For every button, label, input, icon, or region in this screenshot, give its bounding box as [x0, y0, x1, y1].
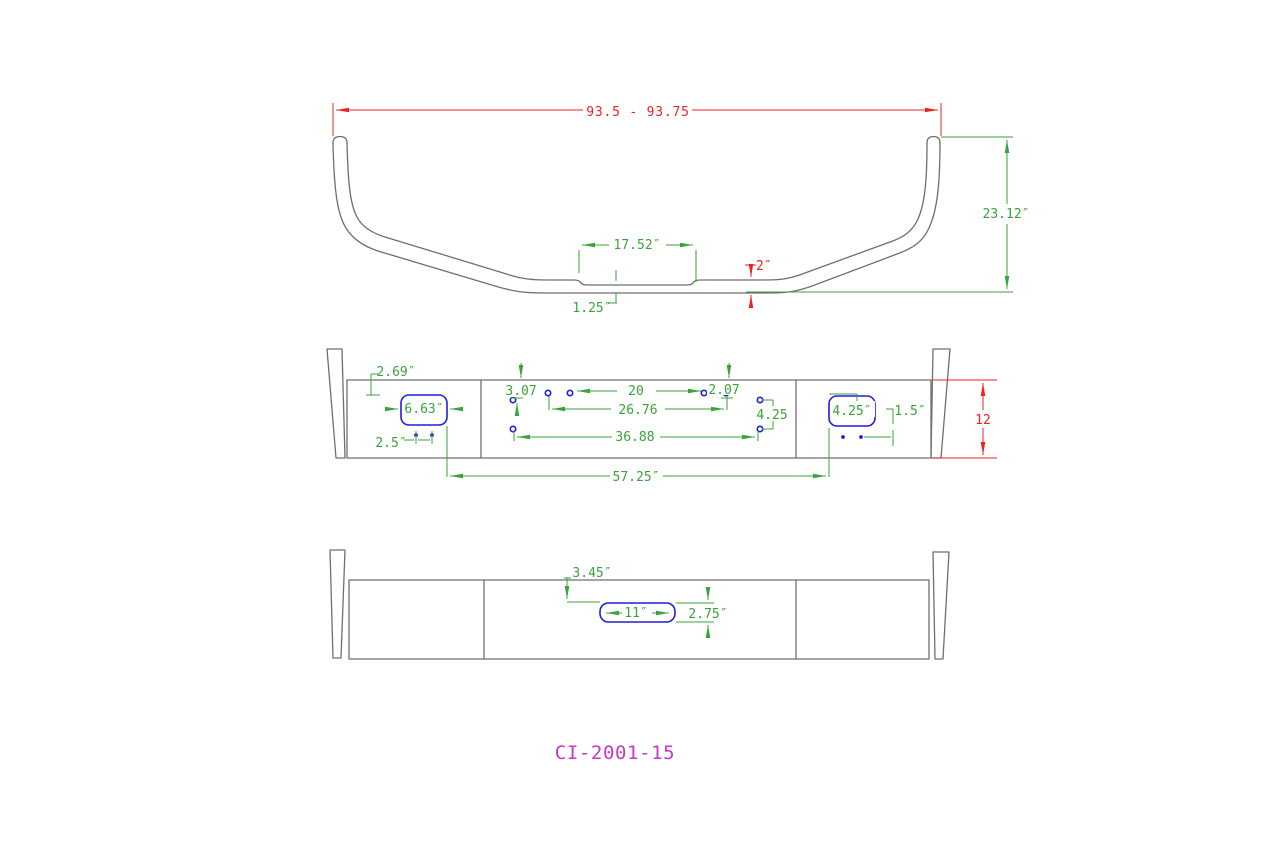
dim-overall-width: 93.5 - 93.75 [332, 103, 942, 136]
dim-bolt-spacing-left-text: 2.5″ [375, 436, 406, 451]
bumper-bottom-outline [329, 549, 950, 660]
dim-bottom-hole-spacing: 36.88 [513, 428, 759, 445]
bottom-right-end-tab [932, 551, 950, 660]
bolt-hole [566, 389, 574, 397]
dim-recess-offset-text: 1.25″ [572, 301, 611, 316]
bottom-view: 3.45″ 11″ 2.75″ [329, 549, 950, 660]
front-view: 2.69″ 6.63″ 2.5″ 3.07 20 [326, 348, 997, 485]
dim-tow-hole-span: 57.25″ [446, 426, 830, 485]
front-left-end-tab [326, 348, 346, 459]
dim-bar-height: 12 [933, 379, 997, 459]
dim-bar-thickness: 2″ [745, 259, 772, 308]
dim-plate-hole-height-text: 2.75″ [688, 607, 727, 622]
dim-hole-drop-left-text: 3.07 [505, 384, 536, 399]
dim-bolt-offset-right: 1.5″ [864, 404, 926, 446]
dim-mid-hole-spacing-text: 26.76 [618, 403, 657, 418]
dim-top-hole-spacing: 20 [577, 384, 701, 399]
dim-tow-hole-width-right: 4.25″ [829, 393, 875, 419]
dim-bottom-hole-spacing-text: 36.88 [615, 430, 654, 445]
dim-tow-hole-width-left: 6.63″ [385, 400, 463, 417]
bolt-hole [700, 389, 708, 397]
bumper-top-profile [332, 135, 941, 294]
dim-corner-offset: 2.69″ [366, 365, 416, 396]
dim-tow-hole-width-right-text: 4.25″ [832, 404, 871, 419]
top-profile-left-cap [332, 135, 348, 144]
dim-plate-hole-width: 11″ [606, 605, 669, 621]
dim-bar-height-text: 12 [975, 413, 991, 428]
dim-plate-offset-text: 3.45″ [572, 566, 611, 581]
top-profile-right-cap [926, 135, 941, 144]
dim-bolt-offset-right-text: 1.5″ [894, 404, 925, 419]
dim-overall-width-text: 93.5 - 93.75 [586, 105, 690, 120]
small-bolt-dot [859, 435, 863, 439]
dim-hole-drop-right-text: 2.07 [708, 383, 739, 398]
bottom-left-end-tab [329, 549, 346, 659]
bolt-hole [509, 396, 517, 404]
dim-overall-height: 23.12″ [746, 136, 1032, 293]
dim-mid-hole-spacing: 26.76 [548, 396, 724, 418]
top-profile-inner-line [346, 142, 928, 286]
dim-tow-hole-span-text: 57.25″ [613, 470, 660, 485]
dim-tow-hole-width-left-text: 6.63″ [404, 402, 443, 417]
dim-recess-offset: 1.25″ [572, 293, 617, 316]
dim-bar-thickness-text: 2″ [756, 259, 772, 274]
dim-recess-width-text: 17.52″ [614, 238, 661, 253]
dim-corner-offset-text: 2.69″ [376, 365, 415, 380]
dim-plate-hole-width-text: 11″ [624, 606, 647, 621]
dim-hole-drop-right: 2.07 [707, 363, 741, 410]
dim-plate-hole-height: 2.75″ [676, 587, 728, 638]
dim-overall-height-text: 23.12″ [983, 207, 1030, 222]
dim-hole-drop-left: 3.07 [504, 363, 538, 416]
dim-hole-row-gap: 4.25 [755, 399, 789, 430]
dim-bolt-spacing-left: 2.5″ [375, 431, 433, 451]
part-number: CI-2001-15 [555, 742, 675, 764]
top-profile-outer-line [332, 142, 941, 294]
dim-recess-width: 17.52″ [578, 237, 697, 282]
bolt-hole [509, 425, 517, 433]
bolt-hole [544, 389, 552, 397]
top-view: 93.5 - 93.75 23.12″ 17.52″ 2″ [332, 103, 1032, 316]
bolt-hole [756, 425, 764, 433]
bolt-hole [756, 396, 764, 404]
front-right-end-tab [930, 348, 951, 459]
dim-plate-offset: 3.45″ [564, 566, 612, 603]
dim-top-hole-spacing-text: 20 [628, 384, 644, 399]
small-bolt-dot [841, 435, 845, 439]
dim-hole-row-gap-text: 4.25 [756, 408, 787, 423]
